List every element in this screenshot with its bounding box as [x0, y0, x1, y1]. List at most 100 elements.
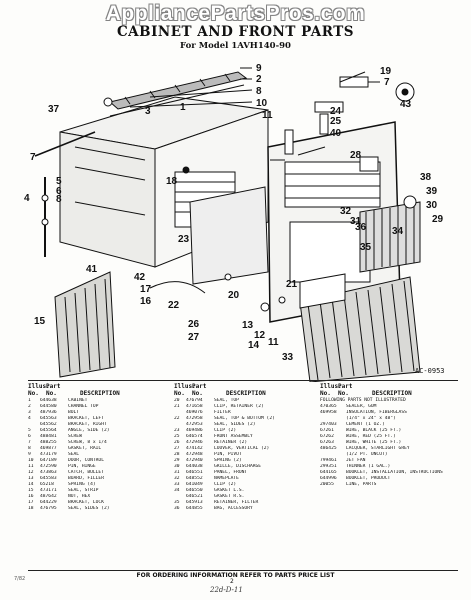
part-description: GASKET R.S.: [214, 494, 245, 499]
part-number: 469958: [320, 410, 337, 415]
part-number: 645913: [186, 500, 203, 505]
part-number: 469877: [40, 446, 57, 451]
callout-33: 33: [282, 352, 294, 363]
part-number: 644038: [186, 464, 203, 469]
part-number: 799461: [320, 458, 337, 463]
callout-25: 25: [330, 116, 342, 127]
part-description: (1/4" x 24" x 48"): [346, 416, 396, 421]
part-number: 644855: [186, 506, 203, 511]
callout-24: 24: [330, 106, 342, 117]
part-number: 645562: [40, 422, 57, 427]
callout-39: 39: [426, 186, 438, 197]
part-description: RETAINER (2): [214, 440, 248, 445]
part-number: 297403: [320, 422, 337, 427]
part-description: WIRE, WHITE (25 FT.): [346, 440, 402, 445]
callout-16: 16: [140, 296, 152, 307]
illus-number: 15: [28, 488, 34, 493]
illus-number: 4: [28, 416, 31, 421]
callout-7b: 7: [30, 152, 36, 163]
callout-15: 15: [34, 316, 46, 327]
part-description: LOUVER, VERTICAL (2): [214, 446, 270, 451]
table-row: 4 645563 BRACKET, LEFT: [28, 416, 166, 422]
illus-number: 23: [174, 428, 180, 433]
part-number: 646521: [186, 494, 203, 499]
part-number: 648552: [186, 476, 203, 481]
part-description: (1/2 PT. UNCUT): [346, 452, 388, 457]
table-row: 67263 WIRE, WHITE (25 FT.): [320, 440, 458, 446]
part-number: 299351: [320, 464, 337, 469]
part-description: SEAL, TOP & BOTTOM (2): [214, 416, 275, 421]
revision-mark: 7/82: [14, 576, 26, 582]
callout-1: 1: [180, 102, 186, 113]
illus-number: 11: [28, 464, 34, 469]
callout-17: 17: [140, 284, 152, 295]
part-description: BOOKLET, PRODUCT: [346, 476, 391, 481]
illus-number: 13: [28, 476, 34, 481]
callout-4: 4: [24, 193, 30, 204]
part-description: ANGLE, SIDE (2): [68, 428, 110, 433]
callout-40: 40: [330, 128, 342, 139]
illus-number: 8: [28, 446, 31, 451]
callout-23: 23: [178, 234, 190, 245]
front-assembly-drawing: [267, 121, 401, 323]
part-description: BRACKET, LEFT: [68, 416, 104, 421]
part-number: 645563: [40, 416, 57, 421]
part-number: 646550: [186, 488, 203, 493]
table-row: (1/2 PT. UNCUT): [320, 452, 458, 458]
part-number: 641049: [186, 482, 203, 487]
column-2-header: Illus. No. Part No. DESCRIPTION: [174, 383, 266, 397]
part-description: WIRE, BLACK (25 FT.): [346, 428, 402, 433]
callout-43: 43: [400, 99, 412, 110]
callout-2: 2: [256, 74, 262, 85]
part-description: JET FAN: [346, 458, 366, 463]
illus-number: 29: [174, 458, 180, 463]
part-number: 20055: [320, 482, 334, 487]
table-row: (1/4" x 24" x 48"): [320, 416, 458, 422]
illus-number: 28: [174, 452, 180, 457]
callout-36: 36: [355, 222, 367, 233]
callout-27: 27: [188, 332, 200, 343]
part-number: 65218: [40, 482, 54, 487]
illus-number: 22: [174, 416, 180, 421]
part-description: LINE, PARTS: [346, 482, 377, 487]
callout-19: 19: [380, 66, 392, 77]
callout-26: 26: [188, 319, 200, 330]
part-description: PIN, PIVOT: [214, 452, 242, 457]
illus-number: 16: [28, 494, 34, 499]
part-description: SEAL: [68, 452, 80, 457]
parts-column-3: Illus. No. Part No. DESCRIPTION FOLLOWIN…: [320, 383, 458, 488]
table-row: 646521 GASKET R.S.: [174, 494, 312, 500]
part-description: CEMENT (1 OZ.): [346, 422, 385, 427]
part-number: 67263: [320, 440, 334, 445]
part-description: CATCH, BULLET: [68, 470, 104, 475]
column-3-header: Illus. No. Part No. DESCRIPTION: [320, 383, 412, 397]
illus-number: 5: [28, 428, 31, 433]
part-number: 473171: [40, 488, 57, 493]
illus-number: 32: [174, 476, 180, 481]
illus-number: 25: [174, 434, 180, 439]
part-number: 487936: [40, 410, 57, 415]
part-description: SEAL, SIDES (2): [68, 506, 110, 511]
part-description: CHANNEL TOP: [68, 404, 99, 409]
model-subtitle: For Model 1AVH140-90: [180, 41, 291, 51]
illus-number: 26: [174, 440, 180, 445]
callout-22: 22: [168, 300, 180, 311]
callout-8: 8: [256, 86, 262, 97]
part-number: 472948: [186, 452, 203, 457]
part-description: PANEL, FRONT: [214, 470, 248, 475]
